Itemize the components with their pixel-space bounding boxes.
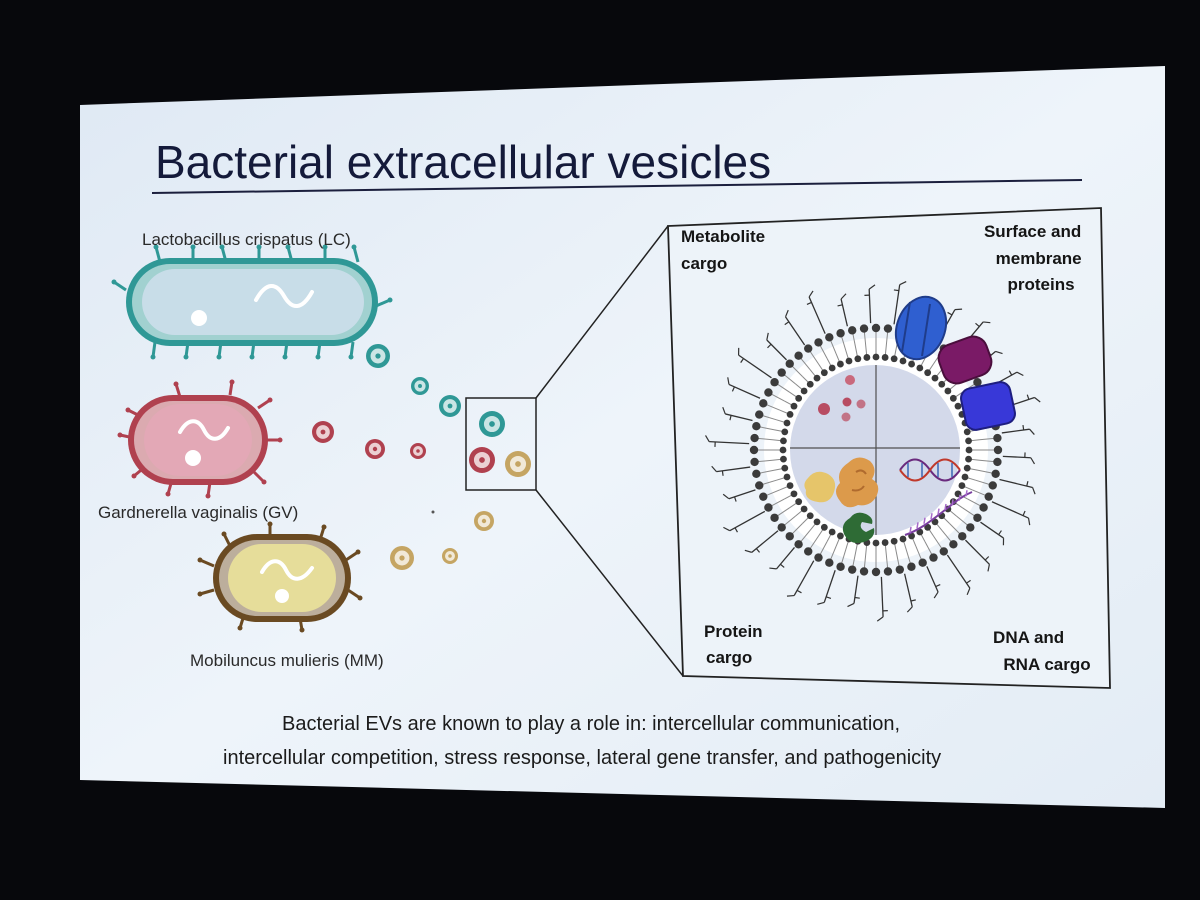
vesicle-icon [469, 447, 495, 473]
vesicle-icon [365, 439, 385, 459]
bacterium-label-mm: Mobiluncus mulieris (MM) [190, 651, 384, 670]
vesicle-icon [505, 451, 531, 477]
bacterium-label-lc: Lactobacillus crispatus (LC) [142, 230, 351, 249]
vesicle-icon [366, 344, 390, 368]
lactobacillus-bacterium-icon [112, 245, 393, 360]
vesicle-icon [439, 395, 461, 417]
vesicle-icon [442, 548, 458, 564]
vesicle-lumen [790, 365, 960, 535]
vesicle-icon [474, 511, 494, 531]
bacterium-label-gv: Gardnerella vaginalis (GV) [98, 503, 298, 522]
vesicle-icon [410, 443, 426, 459]
vesicle-icon [390, 546, 414, 570]
slide-title: Bacterial extracellular vesicles [155, 136, 771, 188]
vesicle-icon [411, 377, 429, 395]
membrane-protein-indigo-icon [959, 380, 1017, 431]
speck-dot [432, 511, 435, 514]
vesicle-icon [479, 411, 505, 437]
vesicle-icon [312, 421, 334, 443]
